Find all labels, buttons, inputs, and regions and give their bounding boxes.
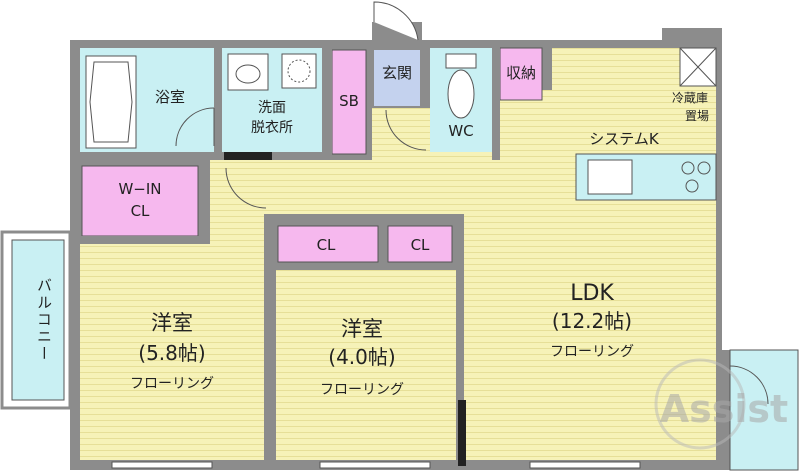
ldk-name: LDK [570,281,614,306]
wall-wash-bottom [272,152,332,160]
wall-bed2-right [456,214,464,470]
entrance-door-swing [373,1,419,41]
walkin-label-1: W−IN [118,180,161,198]
watermark-ring [654,358,746,450]
closet-b-label: CL [411,236,430,254]
closet-a-area [277,225,379,263]
bedroom-2-size: (4.0帖) [328,345,395,369]
balcony-floor [11,239,65,401]
walkin-door-swing [225,167,267,209]
washroom-label-1: 洗面 [258,100,286,116]
wall-wash-sb [322,40,332,160]
fridge-label-1: 冷蔵庫 [672,91,708,105]
kitchen-label: システムK [589,130,660,148]
window-ldk [529,461,641,469]
closet-a-label: CL [317,236,336,254]
toilet-tank [445,53,477,69]
ldk-side-balcony [729,349,799,471]
watermark-text: Assist [660,387,788,431]
wall-bath-bottom [70,152,224,160]
bathtub-basin [89,61,133,143]
toilet-door-swing [385,109,427,151]
bedroom-2-floor: フローリング [320,382,404,398]
fridge-label-2: 置場 [685,109,709,123]
bathroom-door-swing [175,107,215,147]
wall-bed1-right [264,214,276,470]
ldk-dark-door [458,400,466,466]
walkin-closet-area [81,165,199,237]
shoe-box-label: SB [339,92,359,110]
balcony-label: バルコニー [35,278,53,363]
washing-machine-drum [287,59,311,83]
bathroom-label: 浴室 [155,88,185,106]
entrance-label: 玄関 [382,64,412,82]
wall-toilet-right [492,40,500,160]
ldk-size: (12.2帖) [552,309,632,333]
entrance-area [374,50,420,106]
ldk-side-door-swing [729,365,769,405]
window-bed1 [111,461,213,469]
floor-bedroom-1-upper [210,200,264,250]
closet-b-area [387,225,453,263]
window-bed2 [319,461,431,469]
floor-fridge [552,48,716,92]
bedroom-1-floor: フローリング [130,376,214,392]
kitchen-stove-burner-1 [681,161,695,175]
floor-bedroom-2 [276,270,456,460]
kitchen-sink [587,159,633,195]
bedroom-1-size: (5.8帖) [138,341,205,365]
wall-bath-wash [214,40,222,108]
washbasin [227,53,269,91]
storage-label: 収納 [506,64,536,82]
kitchen-stove-burner-3 [685,179,699,193]
bedroom-1-name: 洋室 [151,311,193,335]
washroom-threshold [224,152,272,160]
wall-bed1-top [70,236,210,244]
washbasin-bowl [235,64,261,84]
floor-bedroom-1 [80,244,264,460]
toilet-label: WC [448,122,473,140]
washroom-label-2: 脱衣所 [251,120,293,136]
kitchen-stove-burner-2 [697,161,711,175]
ldk-floor: フローリング [550,344,634,360]
wall-bed2-top [264,214,464,224]
toilet-bowl [447,69,475,119]
washing-machine [281,53,317,89]
walkin-label-2: CL [131,202,150,220]
bedroom-2-name: 洋室 [341,317,383,341]
